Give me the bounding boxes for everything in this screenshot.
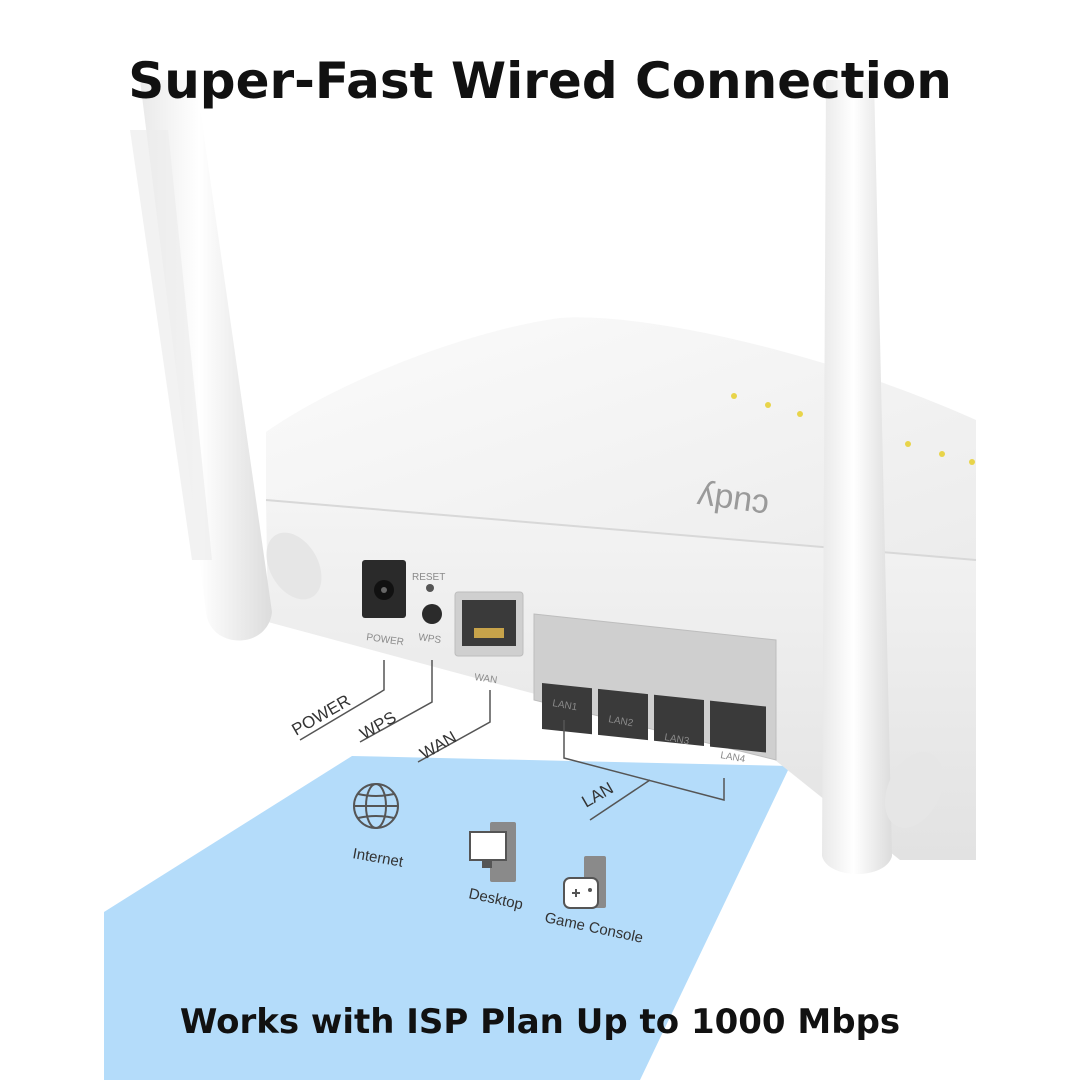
lan1-label: LAN1 [551, 698, 578, 713]
lan4-label: LAN4 [719, 750, 746, 765]
wan-port-label: WAN [474, 672, 498, 686]
headline: Super-Fast Wired Connection [128, 52, 952, 110]
wan-port [454, 591, 524, 657]
router-top-surface [266, 317, 976, 560]
globe-icon [353, 783, 399, 829]
power-port [362, 560, 406, 618]
game-console-icon [563, 856, 606, 909]
wps-button [422, 604, 442, 624]
status-leds [731, 393, 975, 465]
callout-wps: WPS [357, 708, 400, 744]
callout-lines [299, 660, 725, 821]
callout-power: POWER [289, 691, 354, 740]
left-antenna [130, 80, 322, 641]
lan3-label: LAN3 [663, 732, 690, 747]
wps-label: WPS [418, 632, 442, 646]
subheadline: Works with ISP Plan Up to 1000 Mbps [179, 1002, 901, 1042]
reset-button [426, 584, 434, 592]
desktop-icon [469, 822, 516, 882]
lan-ports [533, 613, 777, 761]
right-antenna [822, 80, 944, 874]
reset-label: RESET [412, 572, 445, 583]
lan2-label: LAN2 [607, 714, 634, 729]
blue-beam [104, 756, 790, 1080]
power-port-label: POWER [366, 632, 405, 648]
